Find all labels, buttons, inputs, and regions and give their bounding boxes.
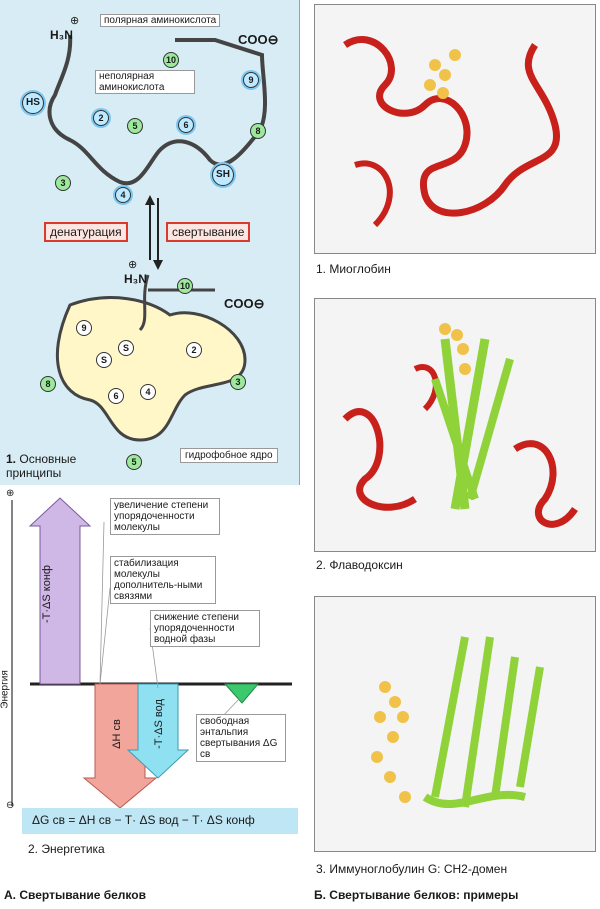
caption-myoglobin: 1. Миоглобин — [316, 262, 391, 276]
ts-conf-label: -T·ΔS конф — [40, 565, 53, 623]
node-8: 8 — [250, 123, 266, 139]
s-atom-1: S — [118, 340, 134, 356]
energetics-panel: ⊕ ⊖ Энергия увеличение степени упорядоче… — [0, 488, 300, 858]
node-5-folded: 5 — [126, 454, 142, 470]
energy-equation: ΔG св = ΔH св − T· ΔS вод − T· ΔS конф — [32, 813, 255, 827]
c-terminus-folded: COO⊖ — [224, 296, 265, 311]
n-terminus: H₃N — [50, 28, 73, 42]
node-2: 2 — [93, 110, 109, 126]
caption-principles: 1. Основные принципы — [6, 452, 77, 480]
node-10: 10 — [163, 52, 179, 68]
dh-label: ΔH св — [110, 719, 123, 749]
nonpolar-label: неполярная аминокислота — [95, 70, 195, 94]
energetics-diagram — [11, 497, 298, 834]
node-3: 3 — [55, 175, 71, 191]
flavodoxin-ribbon — [342, 323, 578, 528]
plus-charge: ⊕ — [70, 15, 80, 27]
node-6: 6 — [178, 117, 194, 133]
caption-immunoglobulin: 3. Иммуноглобулин G: CH2-домен — [316, 862, 508, 876]
energy-axis-label: Энергия — [0, 670, 11, 709]
plus-charge-folded: ⊕ — [128, 259, 138, 271]
myoglobin-ribbon — [343, 36, 561, 228]
caption-energetics: 2. Энергетика — [28, 842, 105, 856]
sh-group: SH — [212, 164, 234, 186]
myoglobin-image — [314, 4, 596, 254]
node-3-folded: 3 — [230, 374, 246, 390]
node-9-folded: 9 — [76, 320, 92, 336]
energy-plus: ⊕ — [6, 488, 15, 499]
caption-flavodoxin: 2. Флаводоксин — [316, 558, 403, 572]
polar-label: полярная аминокислота — [100, 14, 221, 27]
immunoglobulin-image — [314, 596, 596, 852]
node-5: 5 — [127, 118, 143, 134]
energy-minus: ⊖ — [6, 800, 15, 811]
folding-principles-panel: полярная аминокислота неполярная аминоки… — [0, 0, 300, 485]
node-9: 9 — [243, 72, 259, 88]
flavodoxin-image — [314, 298, 596, 552]
stabilization-box: стабилизация молекулы дополнитель-ными с… — [110, 556, 216, 604]
node-4: 4 — [115, 187, 131, 203]
denaturation-label: денатурация — [44, 222, 128, 242]
hydrophobic-core-label: гидрофобное ядро — [180, 448, 278, 463]
node-4-folded: 4 — [140, 384, 156, 400]
footer-right-title: Б. Свертывание белков: примеры — [314, 888, 519, 902]
footer-left-title: А. Свертывание белков — [4, 888, 146, 902]
node-6-folded: 6 — [108, 388, 124, 404]
node-2-folded: 2 — [186, 342, 202, 358]
n-terminus-folded: H₃N — [124, 272, 147, 286]
c-terminus: COO⊖ — [238, 32, 279, 47]
ordering-box: увеличение степени упорядоченности молек… — [110, 498, 220, 535]
immunoglobulin-ribbon — [371, 636, 544, 809]
hs-group: HS — [22, 92, 44, 114]
ts-water-label: -T·ΔS вод — [152, 699, 165, 749]
folding-label: свертывание — [166, 222, 251, 242]
s-atom-2: S — [96, 352, 112, 368]
node-8-folded: 8 — [40, 376, 56, 392]
node-10-folded: 10 — [177, 278, 193, 294]
free-enthalpy-box: свободная энтальпия свертывания ΔG св — [196, 714, 286, 762]
water-ordering-box: снижение степени упорядоченности водной … — [150, 610, 260, 647]
